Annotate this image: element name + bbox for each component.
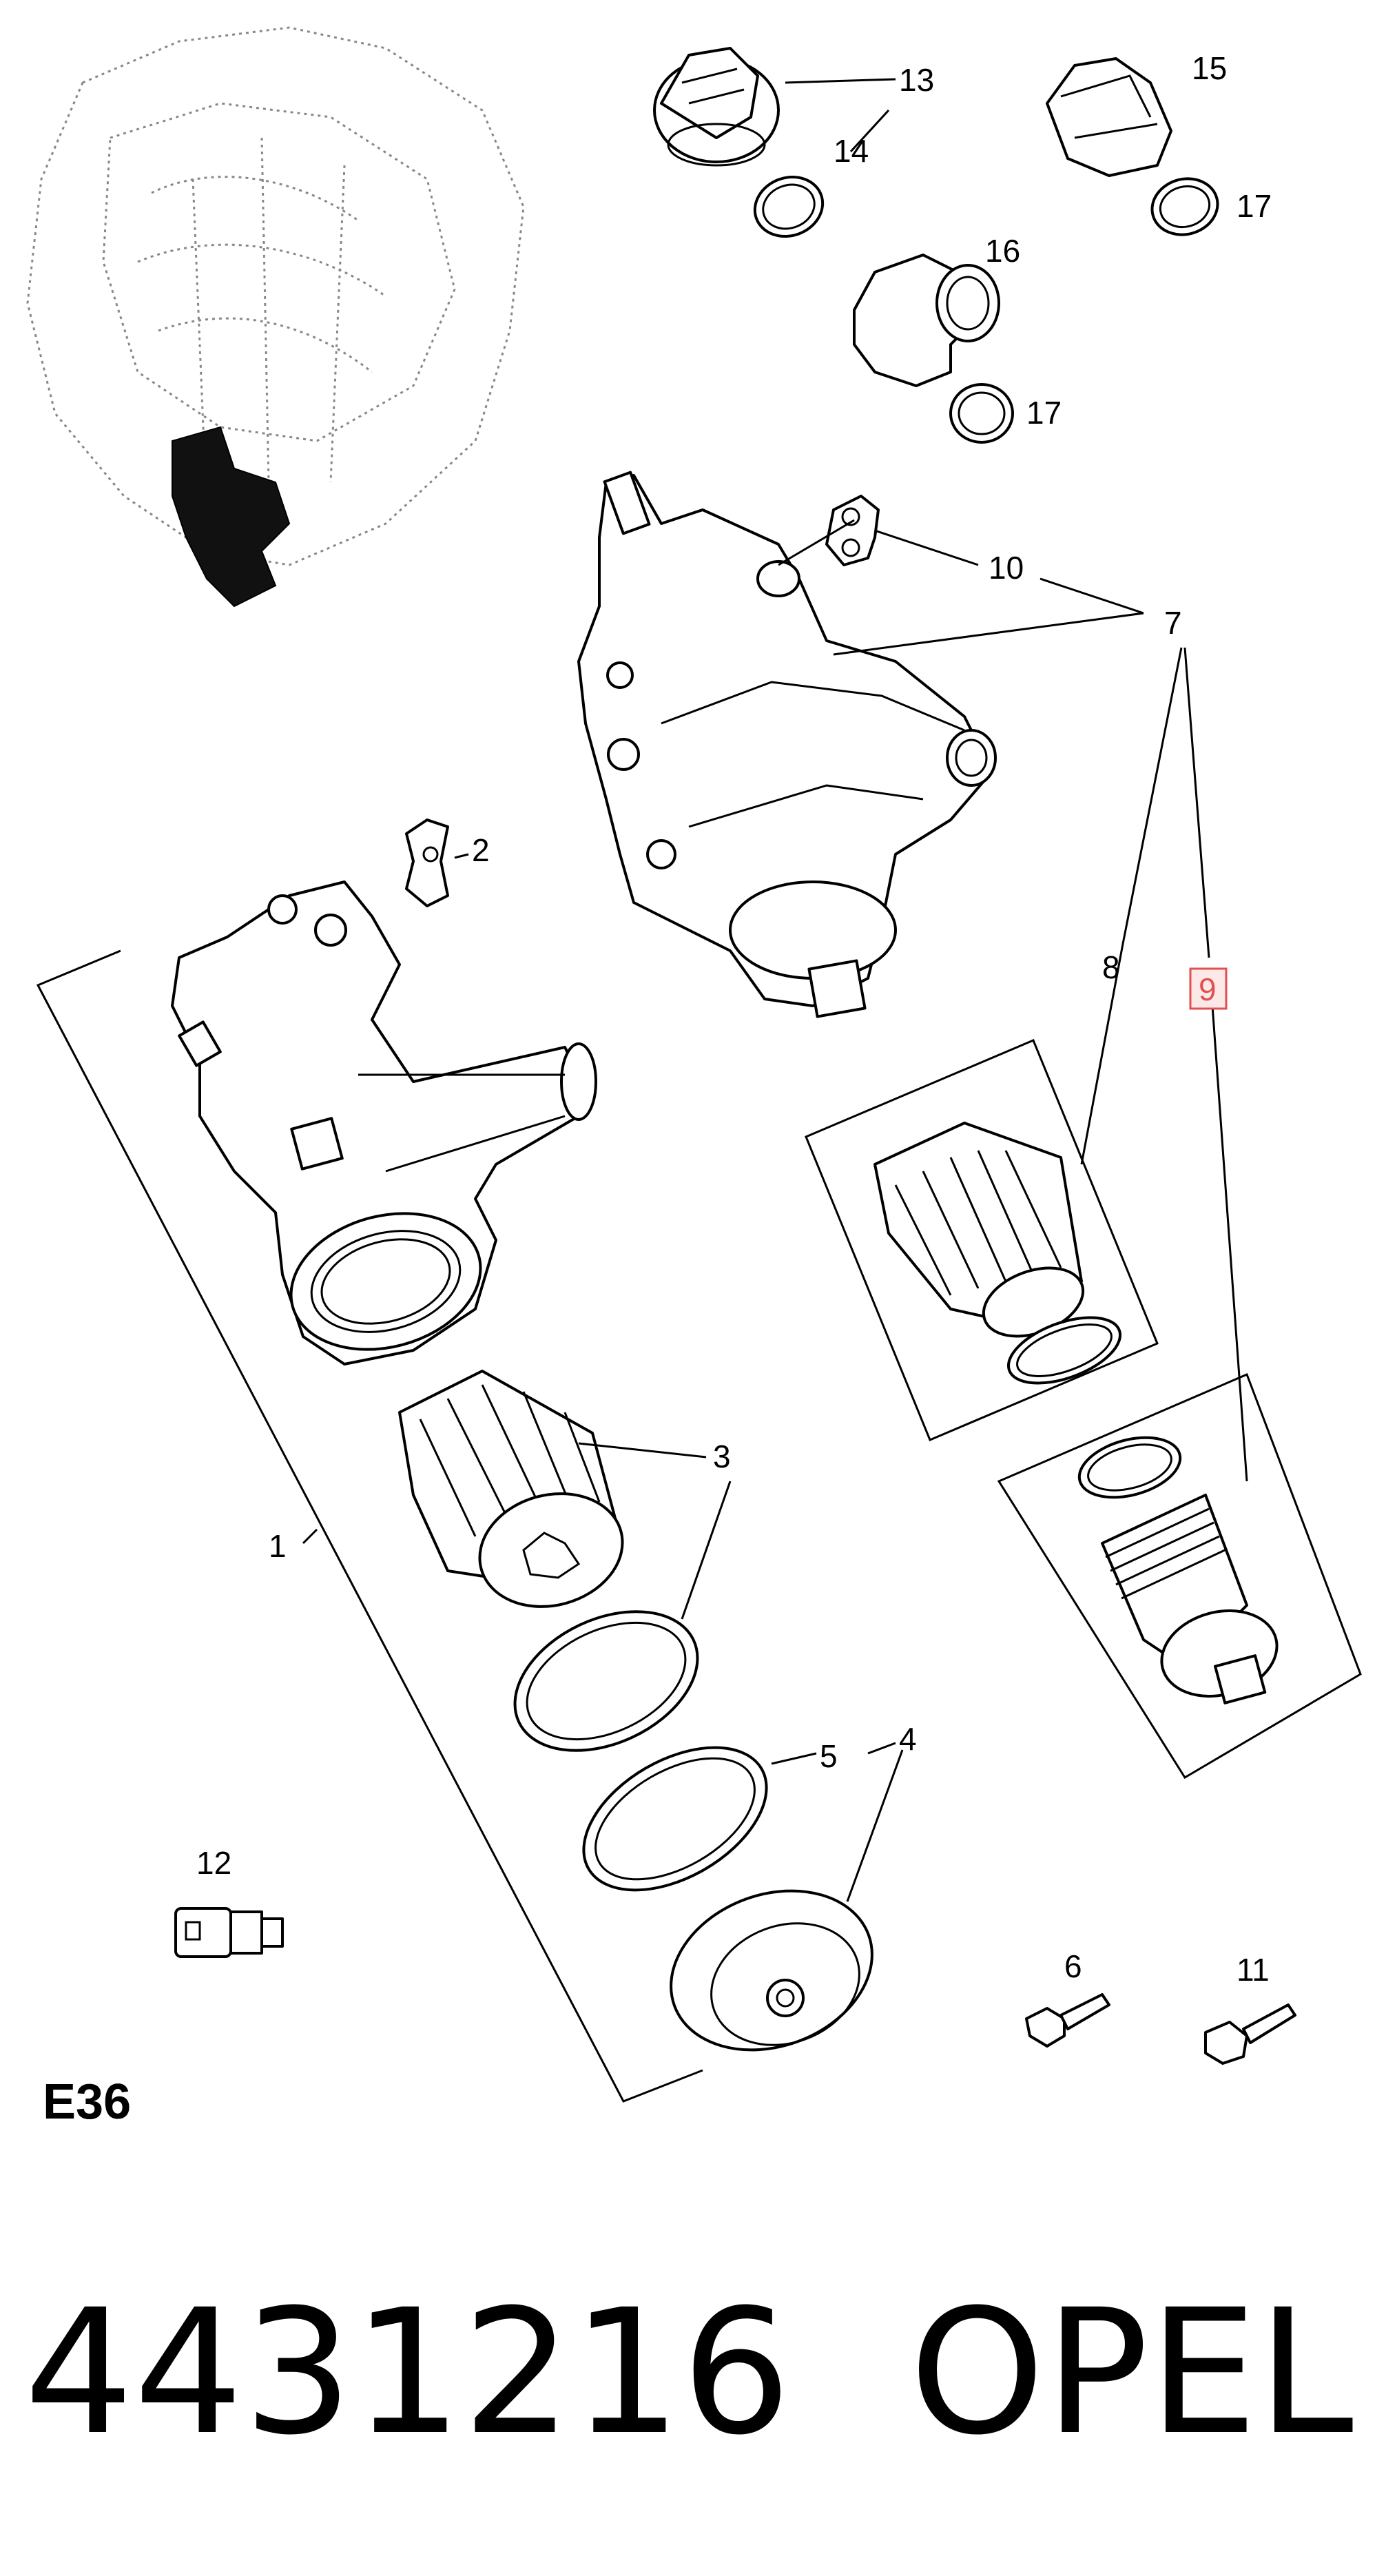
callout-9-highlight bbox=[1189, 967, 1228, 1010]
callout-7: 7 bbox=[1164, 605, 1182, 641]
part-7-oil-filter-housing-assembly bbox=[577, 471, 997, 1018]
part-13-filler-cap bbox=[653, 47, 780, 167]
callout-15: 15 bbox=[1192, 50, 1227, 86]
part-6-bolt bbox=[1025, 1993, 1110, 2048]
kit-8-filter-element-kit bbox=[805, 1039, 1159, 1441]
part-1-group-bracket bbox=[36, 949, 703, 2103]
part-3-seal-ring bbox=[513, 1610, 699, 1752]
part-17-o-ring-upper bbox=[1150, 177, 1219, 236]
part-3-filter-cartridge bbox=[398, 1370, 624, 1608]
footer-part-number: 4431216 bbox=[24, 2272, 791, 2473]
callout-8: 8 bbox=[1102, 949, 1120, 985]
part-2-clip bbox=[405, 818, 449, 907]
part-14-o-ring bbox=[753, 175, 825, 238]
part-10-gasket bbox=[825, 495, 880, 566]
part-15-cap bbox=[1046, 57, 1172, 177]
callout-5: 5 bbox=[820, 1738, 838, 1774]
part-11-bolt bbox=[1204, 2003, 1296, 2065]
part-4-filter-cap bbox=[670, 1889, 873, 2052]
callout-10: 10 bbox=[989, 550, 1024, 586]
callout-4: 4 bbox=[899, 1721, 917, 1757]
callout-17-lower: 17 bbox=[1026, 395, 1062, 431]
part-12-oil-pressure-sensor bbox=[174, 1907, 284, 1958]
callout-9: 9 bbox=[1199, 971, 1217, 1007]
highlighted-oil-filter-location bbox=[172, 426, 291, 608]
footer-brand: OPEL bbox=[909, 2272, 1354, 2473]
callout-14: 14 bbox=[834, 133, 869, 169]
callout-labels: 13 14 15 17 16 17 10 7 2 8 9 3 1 5 4 12 … bbox=[196, 50, 1272, 1988]
group-code: E36 bbox=[43, 2074, 131, 2130]
kit-9-filter-cap-kit bbox=[997, 1373, 1362, 1780]
callout-3: 3 bbox=[713, 1439, 731, 1474]
leader-lines bbox=[302, 78, 1248, 1902]
part-1-filter-housing bbox=[171, 880, 597, 1366]
callout-6: 6 bbox=[1064, 1948, 1082, 1984]
part-5-o-ring bbox=[582, 1746, 768, 1892]
callout-12: 12 bbox=[196, 1845, 231, 1881]
engine-locator-thumbnail bbox=[26, 26, 525, 608]
part-17-o-ring-lower bbox=[949, 383, 1014, 444]
callout-13: 13 bbox=[899, 62, 934, 98]
callout-2: 2 bbox=[472, 832, 490, 868]
callout-1: 1 bbox=[269, 1528, 287, 1564]
callout-11: 11 bbox=[1237, 1952, 1270, 1988]
part-16-elbow-connector bbox=[853, 254, 1000, 387]
callout-16: 16 bbox=[985, 233, 1020, 269]
callout-17-upper: 17 bbox=[1237, 188, 1272, 224]
